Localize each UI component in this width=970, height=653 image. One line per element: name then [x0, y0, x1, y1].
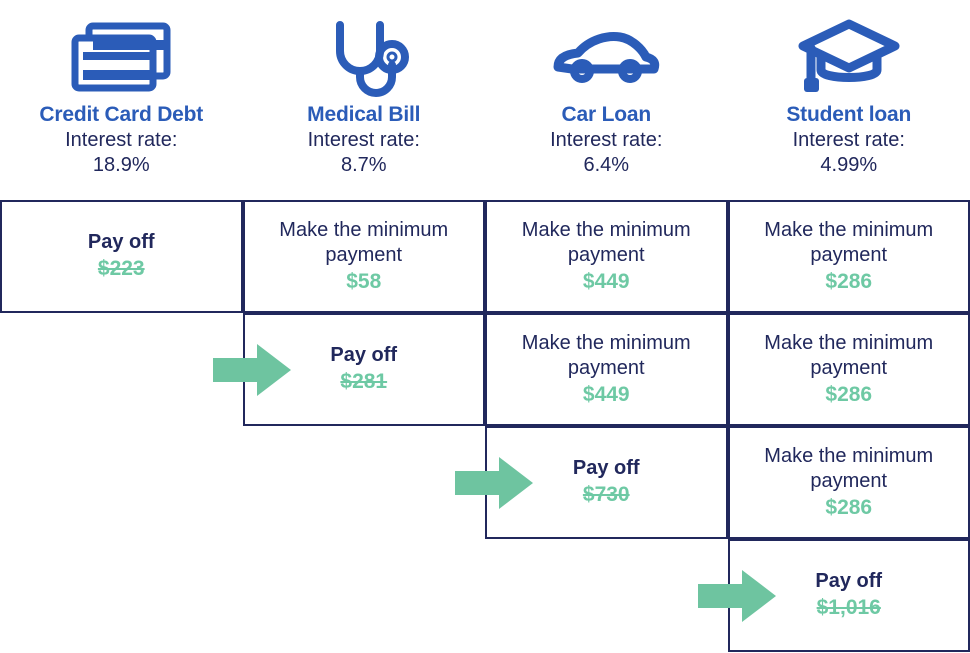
car-icon	[550, 14, 662, 102]
snowball-arrow-icon	[212, 342, 293, 398]
interest-rate-label: Interest rate:	[792, 129, 905, 151]
stethoscope-icon	[312, 14, 416, 102]
schedule-cell: Make the minimum payment $286	[727, 426, 970, 539]
debt-header-medical-bill: Medical Bill Interest rate: 8.7%	[243, 0, 486, 198]
cell-amount: $449	[582, 382, 630, 406]
cell-amount: $286	[825, 495, 873, 519]
cell-amount: $730	[582, 483, 630, 506]
snowball-arrow-icon	[697, 568, 778, 624]
debt-title: Medical Bill	[307, 103, 421, 126]
cell-amount: $58	[346, 269, 382, 293]
debt-header-credit-card: Credit Card Debt Interest rate: 18.9%	[0, 0, 243, 198]
debt-header-car-loan: Car Loan Interest rate: 6.4%	[485, 0, 728, 198]
cell-amount: $449	[582, 269, 630, 293]
cell-action-label: Pay off	[87, 231, 155, 253]
graduation-cap-icon	[797, 14, 901, 102]
cell-action-label: Pay off	[815, 570, 883, 592]
credit-card-icon	[69, 14, 173, 102]
interest-rate-value: 4.99%	[820, 154, 878, 176]
cell-action-label: Make the minimum payment	[521, 331, 691, 379]
cell-action-label: Pay off	[330, 344, 398, 366]
debt-header-student-loan: Student loan Interest rate: 4.99%	[728, 0, 970, 198]
schedule-cell: Make the minimum payment $286	[727, 313, 970, 426]
interest-rate-value: 6.4%	[583, 154, 630, 176]
interest-rate-value: 8.7%	[340, 154, 387, 176]
cell-action-label: Pay off	[572, 457, 640, 479]
debt-header-row: Credit Card Debt Interest rate: 18.9% Me…	[0, 0, 970, 198]
cell-amount: $286	[825, 382, 873, 406]
schedule-cell: Make the minimum payment $449	[485, 313, 728, 426]
schedule-cell: Make the minimum payment $286	[727, 200, 970, 313]
interest-rate-value: 18.9%	[92, 154, 150, 176]
cell-action-label: Make the minimum payment	[764, 331, 934, 379]
cell-action-label: Make the minimum payment	[521, 218, 691, 266]
cell-action-label: Make the minimum payment	[764, 218, 934, 266]
debt-title: Student loan	[786, 103, 912, 126]
debt-title: Credit Card Debt	[39, 103, 204, 126]
cell-amount: $281	[340, 370, 388, 393]
cell-action-label: Make the minimum payment	[279, 218, 449, 266]
cell-amount: $286	[825, 269, 873, 293]
debt-title: Car Loan	[561, 103, 652, 126]
snowball-arrow-icon	[455, 455, 535, 511]
schedule-cell: Make the minimum payment $449	[485, 200, 728, 313]
schedule-cell: Pay off $223	[0, 200, 243, 313]
cell-amount: $1,016	[816, 596, 881, 619]
interest-rate-label: Interest rate:	[65, 129, 178, 151]
interest-rate-label: Interest rate:	[307, 129, 420, 151]
cell-amount: $223	[97, 257, 145, 280]
schedule-cell: Make the minimum payment $58	[242, 200, 485, 313]
cell-action-label: Make the minimum payment	[764, 444, 934, 492]
interest-rate-label: Interest rate:	[550, 129, 663, 151]
